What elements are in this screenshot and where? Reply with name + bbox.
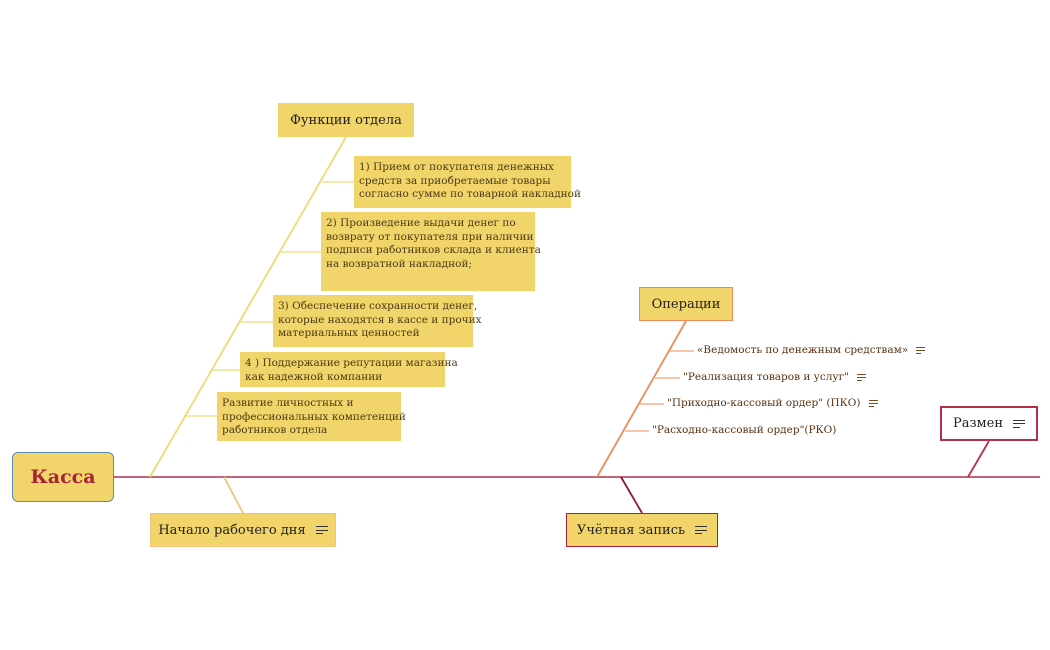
- functions-item-4-line: 4 ) Поддержание репутации магазина: [245, 357, 458, 369]
- operations-item-4[interactable]: "Расходно-кассовый ордер"(РКО): [652, 424, 836, 436]
- root-node-kassa[interactable]: Касса: [12, 452, 114, 502]
- functions-item-3-line: 3) Обеспечение сохранности денег,: [278, 300, 478, 312]
- operations-item-2-label: "Реализация товаров и услуг": [683, 371, 849, 383]
- note-icon[interactable]: [856, 373, 866, 381]
- topic-accounting-label: Учётная запись: [576, 522, 686, 538]
- topic-start-of-day[interactable]: Начало рабочего дня: [150, 513, 336, 547]
- functions-item-2-line: на возвратной накладной;: [326, 257, 472, 270]
- topic-start-of-day-label: Начало рабочего дня: [158, 522, 306, 538]
- note-icon[interactable]: [1013, 419, 1026, 429]
- topic-operations[interactable]: Операции: [639, 287, 733, 321]
- note-icon[interactable]: [868, 399, 878, 407]
- functions-item-2-line: 2) Произведение выдачи денег по: [326, 217, 516, 229]
- operations-item-1[interactable]: «Ведомость по денежным средствам»: [697, 344, 926, 356]
- note-icon[interactable]: [315, 525, 328, 535]
- functions-item-5-line: профессиональных компетенций: [222, 410, 406, 423]
- functions-branch-line: [149, 136, 347, 478]
- functions-item-2-line: подписи работников склада и клиента: [326, 244, 541, 256]
- topic-accounting[interactable]: Учётная запись: [566, 513, 718, 547]
- topic-operations-label: Операции: [651, 296, 721, 312]
- topic-exchange-label: Размен: [952, 416, 1004, 431]
- functions-item-3[interactable]: 3) Обеспечение сохранности денег, которы…: [273, 295, 482, 347]
- topic-exchange[interactable]: Размен: [940, 406, 1038, 441]
- topic-functions-label: Функции отдела: [290, 112, 402, 128]
- functions-item-3-line: которые находятся в кассе и прочих: [278, 313, 482, 326]
- operations-item-3[interactable]: "Приходно-кассовый ордер" (ПКО): [667, 397, 878, 409]
- functions-item-1[interactable]: 1) Прием от покупателя денежных средств …: [354, 156, 581, 208]
- functions-item-1-line: согласно сумме по товарной накладной: [359, 188, 581, 200]
- operations-item-4-label: "Расходно-кассовый ордер"(РКО): [652, 424, 837, 436]
- operations-item-2[interactable]: "Реализация товаров и услуг": [683, 371, 866, 383]
- operations-item-3-label: "Приходно-кассовый ордер" (ПКО): [667, 397, 861, 409]
- operations-branch-line: [596, 320, 687, 478]
- note-icon[interactable]: [916, 346, 926, 354]
- functions-item-2[interactable]: 2) Произведение выдачи денег по возврату…: [321, 212, 541, 291]
- functions-item-3-line: материальных ценностей: [278, 327, 420, 339]
- operations-item-1-label: «Ведомость по денежным средствам»: [697, 344, 909, 356]
- start-branch-line: [223, 476, 244, 514]
- functions-item-4-line: как надежной компании: [245, 370, 383, 383]
- accounting-branch-line: [620, 476, 643, 514]
- exchange-branch-line: [967, 440, 990, 478]
- functions-item-2-line: возврату от покупателя при наличии: [326, 230, 534, 243]
- note-icon[interactable]: [695, 525, 708, 535]
- functions-item-1-line: 1) Прием от покупателя денежных: [359, 161, 554, 173]
- functions-item-4[interactable]: 4 ) Поддержание репутации магазина как н…: [240, 352, 458, 387]
- functions-item-1-line: средств за приобретаемые товары: [359, 174, 551, 187]
- functions-item-5[interactable]: Развитие личностных и профессиональных к…: [217, 392, 406, 441]
- functions-item-5-line: Развитие личностных и: [222, 397, 354, 409]
- functions-item-5-line: работников отдела: [222, 424, 328, 436]
- topic-functions[interactable]: Функции отдела: [278, 103, 414, 137]
